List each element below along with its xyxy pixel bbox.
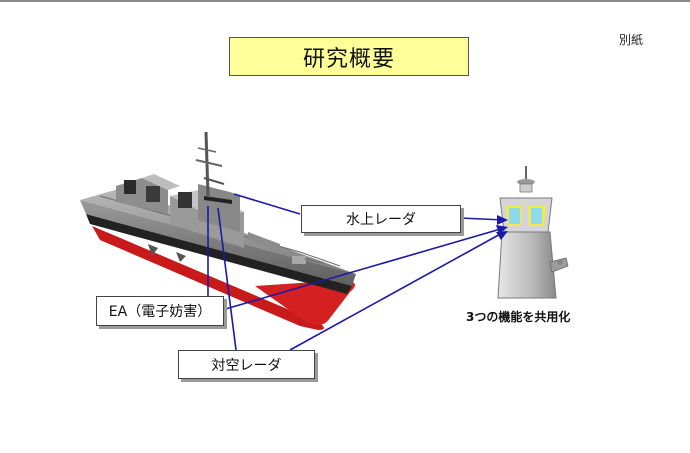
destroyer-ship (80, 131, 356, 330)
connector-lines (207, 193, 505, 351)
attachment-label: 別紙 (618, 33, 643, 47)
arrow-heads (496, 215, 508, 240)
page-title: 研究概要 (229, 37, 469, 76)
top-rule (0, 0, 690, 2)
integrated-mast (497, 166, 569, 299)
label-surface-radar: 水上レーダ (301, 205, 461, 233)
mast-caption: 3つの機能を共用化 (466, 310, 571, 324)
label-air-radar: 対空レーダ (178, 350, 315, 379)
label-electronic-attack: EA（電子妨害） (96, 296, 224, 326)
